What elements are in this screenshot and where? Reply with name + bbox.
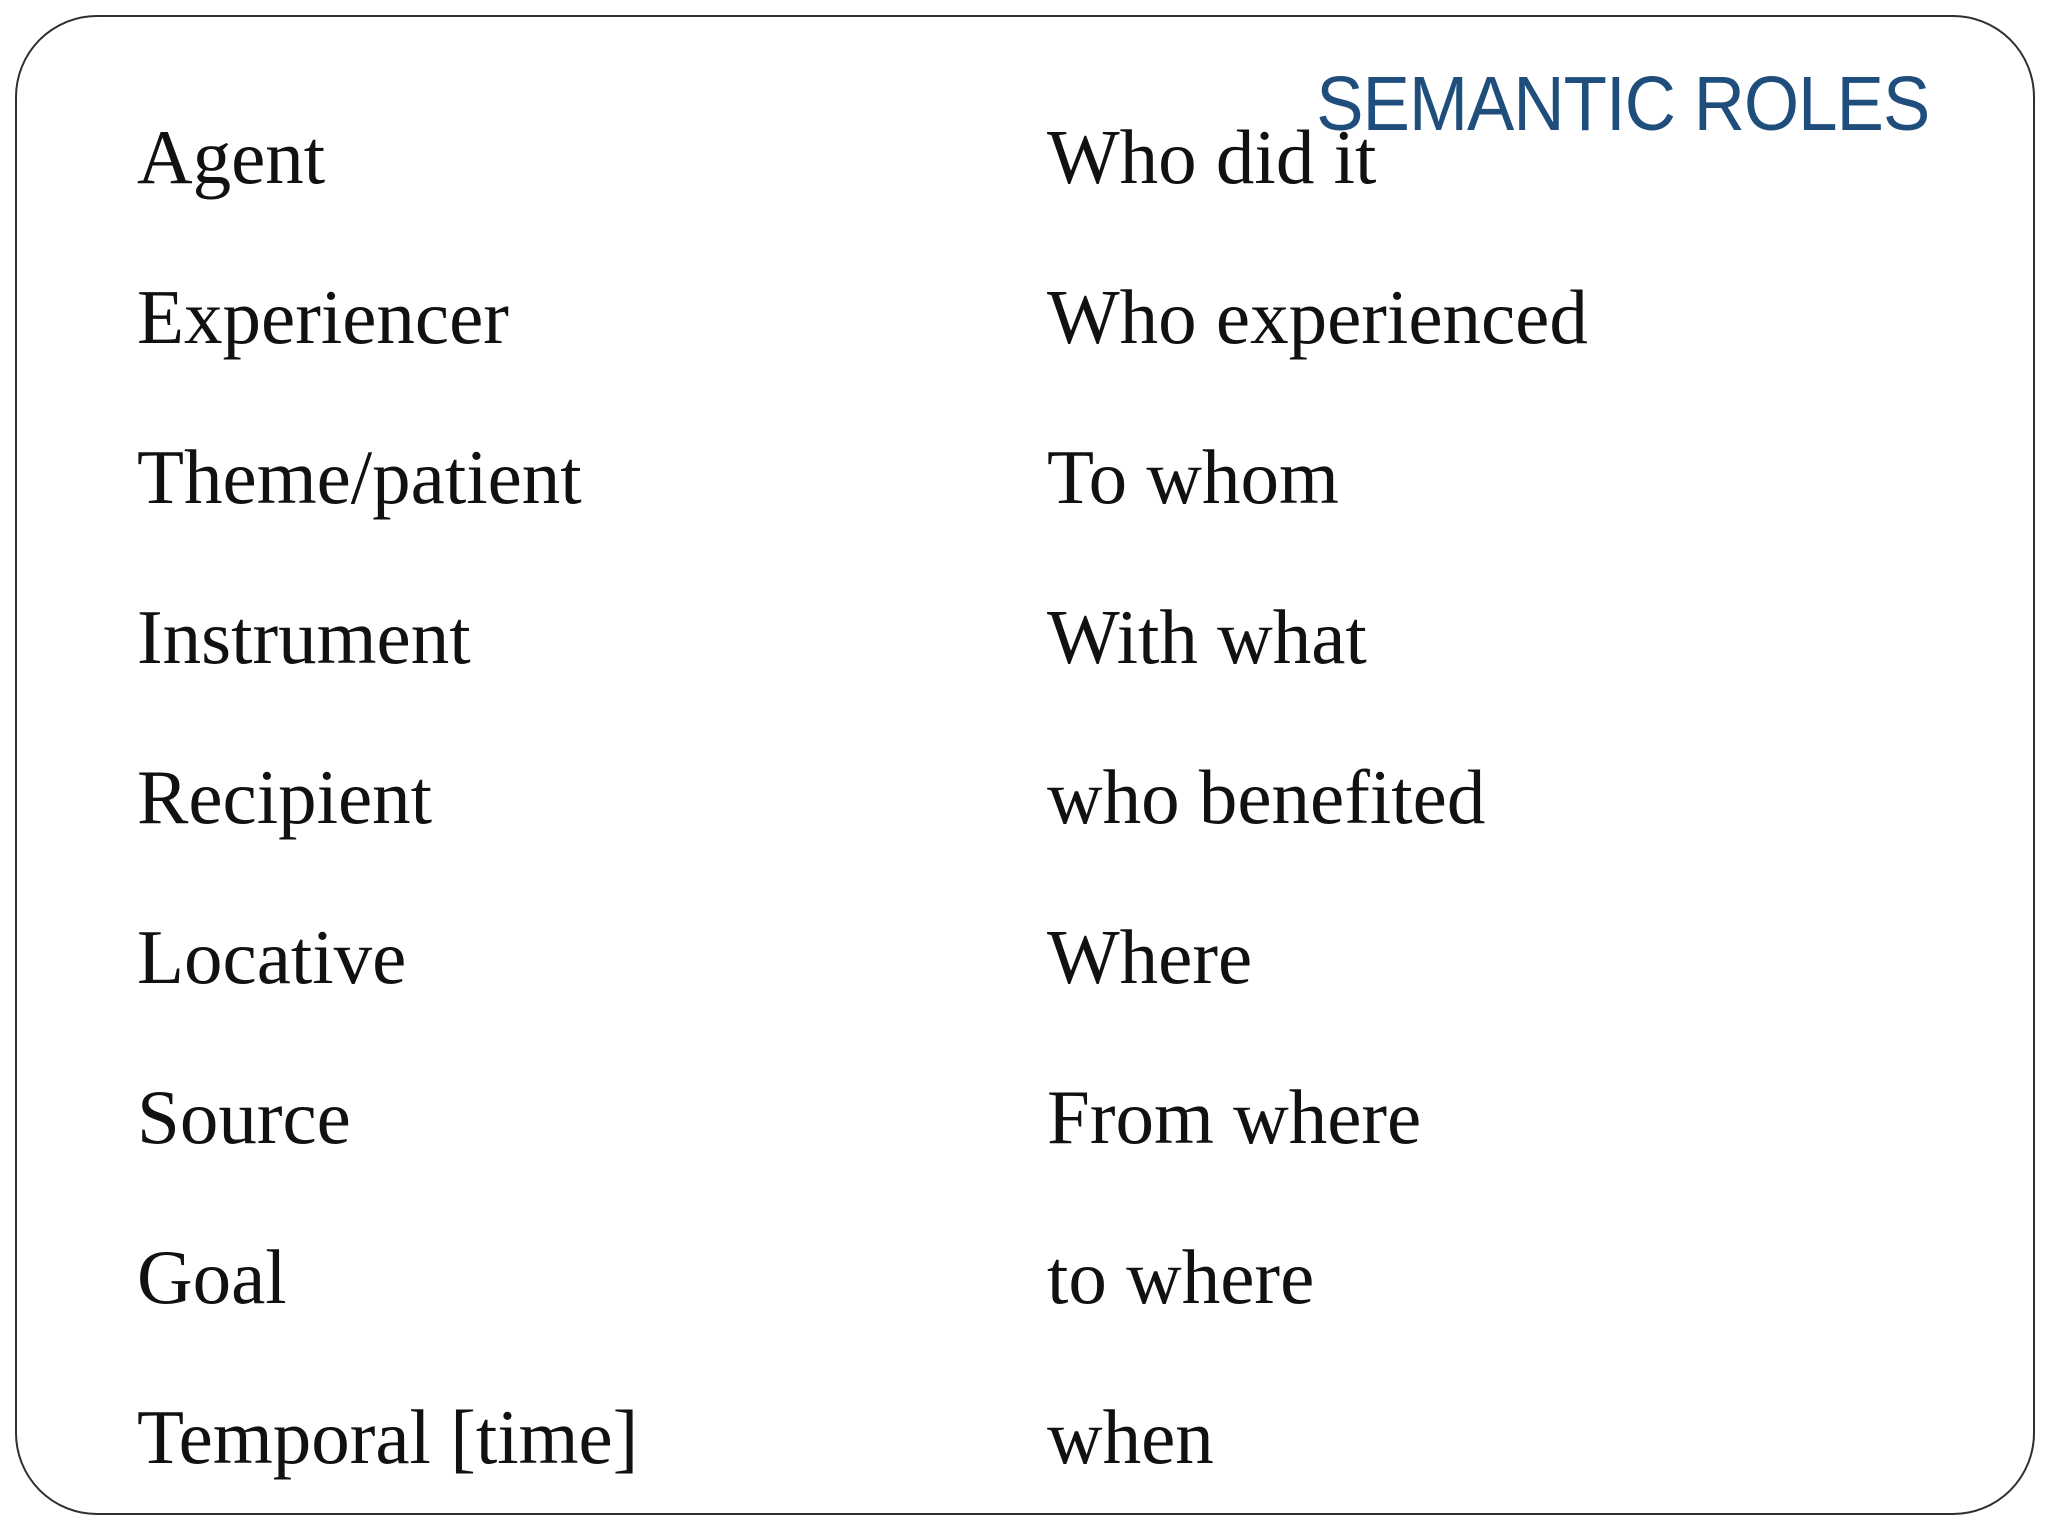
role-term: Source (137, 1074, 351, 1160)
slide-border (15, 15, 2035, 1515)
role-term: Agent (137, 114, 326, 200)
role-meaning: Where (1047, 914, 1253, 1000)
role-row: Locative Where (137, 915, 1937, 1075)
role-term: Theme/patient (137, 434, 582, 520)
slide-title: SEMANTIC ROLES (1316, 61, 1930, 147)
role-term: Temporal [time] (137, 1394, 639, 1480)
role-meaning: To whom (1047, 434, 1339, 520)
role-row: Source From where (137, 1075, 1937, 1235)
role-meaning: when (1047, 1394, 1214, 1480)
role-row: Recipient who benefited (137, 755, 1937, 915)
role-row: Instrument With what (137, 595, 1937, 755)
roles-list: Agent Who did it Experiencer Who experie… (137, 115, 1937, 1536)
role-meaning: With what (1047, 594, 1367, 680)
role-row: Temporal [time] when (137, 1395, 1937, 1536)
role-meaning: who benefited (1047, 754, 1486, 840)
role-term: Goal (137, 1234, 287, 1320)
role-row: Experiencer Who experienced (137, 275, 1937, 435)
role-meaning: Who experienced (1047, 274, 1588, 360)
role-row: Goal to where (137, 1235, 1937, 1395)
role-term: Experiencer (137, 274, 509, 360)
role-meaning: Who did it (1047, 114, 1377, 200)
role-term: Recipient (137, 754, 433, 840)
role-meaning: From where (1047, 1074, 1422, 1160)
role-row: Agent Who did it (137, 115, 1937, 275)
role-term: Locative (137, 914, 407, 1000)
role-term: Instrument (137, 594, 471, 680)
role-meaning: to where (1047, 1234, 1315, 1320)
role-row: Theme/patient To whom (137, 435, 1937, 595)
